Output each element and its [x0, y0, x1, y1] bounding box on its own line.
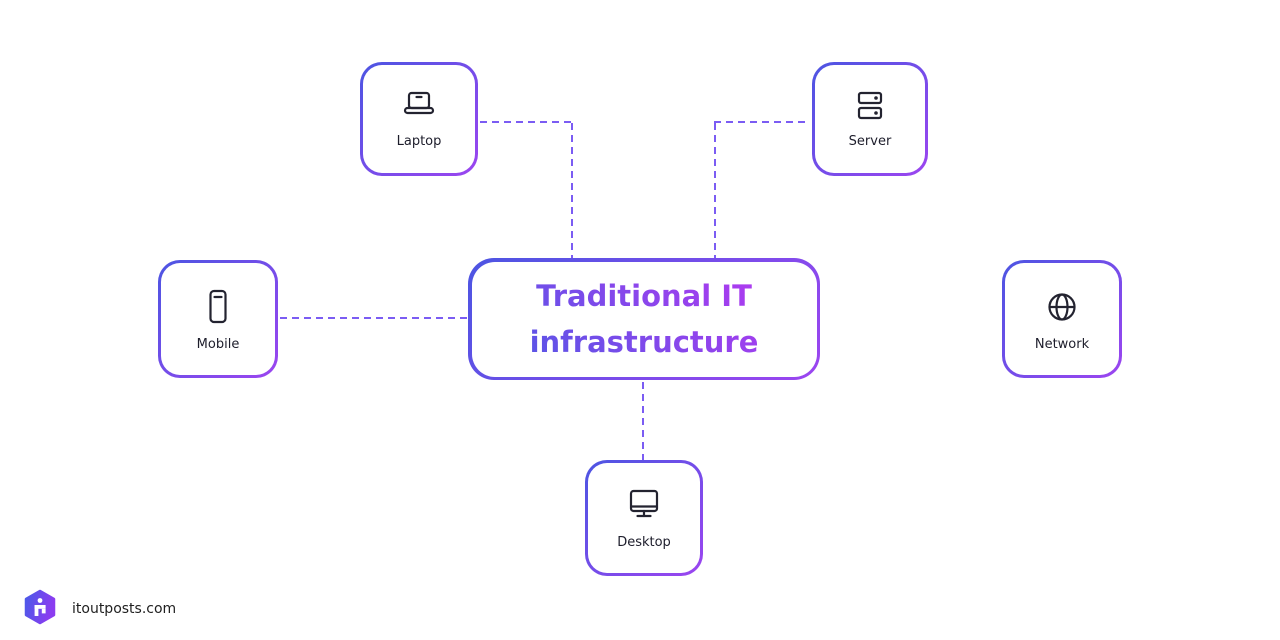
diagram-title: Traditional IT infrastructure	[494, 273, 794, 365]
node-label: Server	[848, 134, 892, 149]
monitor-icon	[621, 487, 667, 527]
node-label: Laptop	[396, 134, 442, 149]
node-desktop: Desktop	[585, 460, 703, 576]
node-label: Mobile	[196, 337, 240, 352]
itoutposts-hexagon-logo	[22, 589, 58, 629]
node-label: Network	[1034, 337, 1090, 352]
node-laptop: Laptop	[360, 62, 478, 176]
globe-icon	[1040, 287, 1084, 329]
laptop-icon	[396, 90, 442, 126]
center-node-traditional-it-infrastructure: Traditional IT infrastructure	[468, 258, 820, 380]
connector-desktop-vertical	[642, 382, 644, 460]
node-server: Server	[812, 62, 928, 176]
node-network: Network	[1002, 260, 1122, 378]
mobile-icon	[196, 287, 240, 329]
node-mobile: Mobile	[158, 260, 278, 378]
connector-server-horizontal	[714, 121, 810, 123]
brand-footer: itoutposts.com	[22, 589, 176, 629]
connector-laptop-horizontal	[480, 121, 573, 123]
connector-server-vertical	[714, 123, 716, 258]
connector-laptop-vertical	[571, 123, 573, 258]
connector-mobile-horizontal	[280, 317, 468, 319]
brand-domain: itoutposts.com	[72, 601, 177, 617]
node-label: Desktop	[617, 535, 671, 550]
server-icon	[848, 90, 892, 126]
